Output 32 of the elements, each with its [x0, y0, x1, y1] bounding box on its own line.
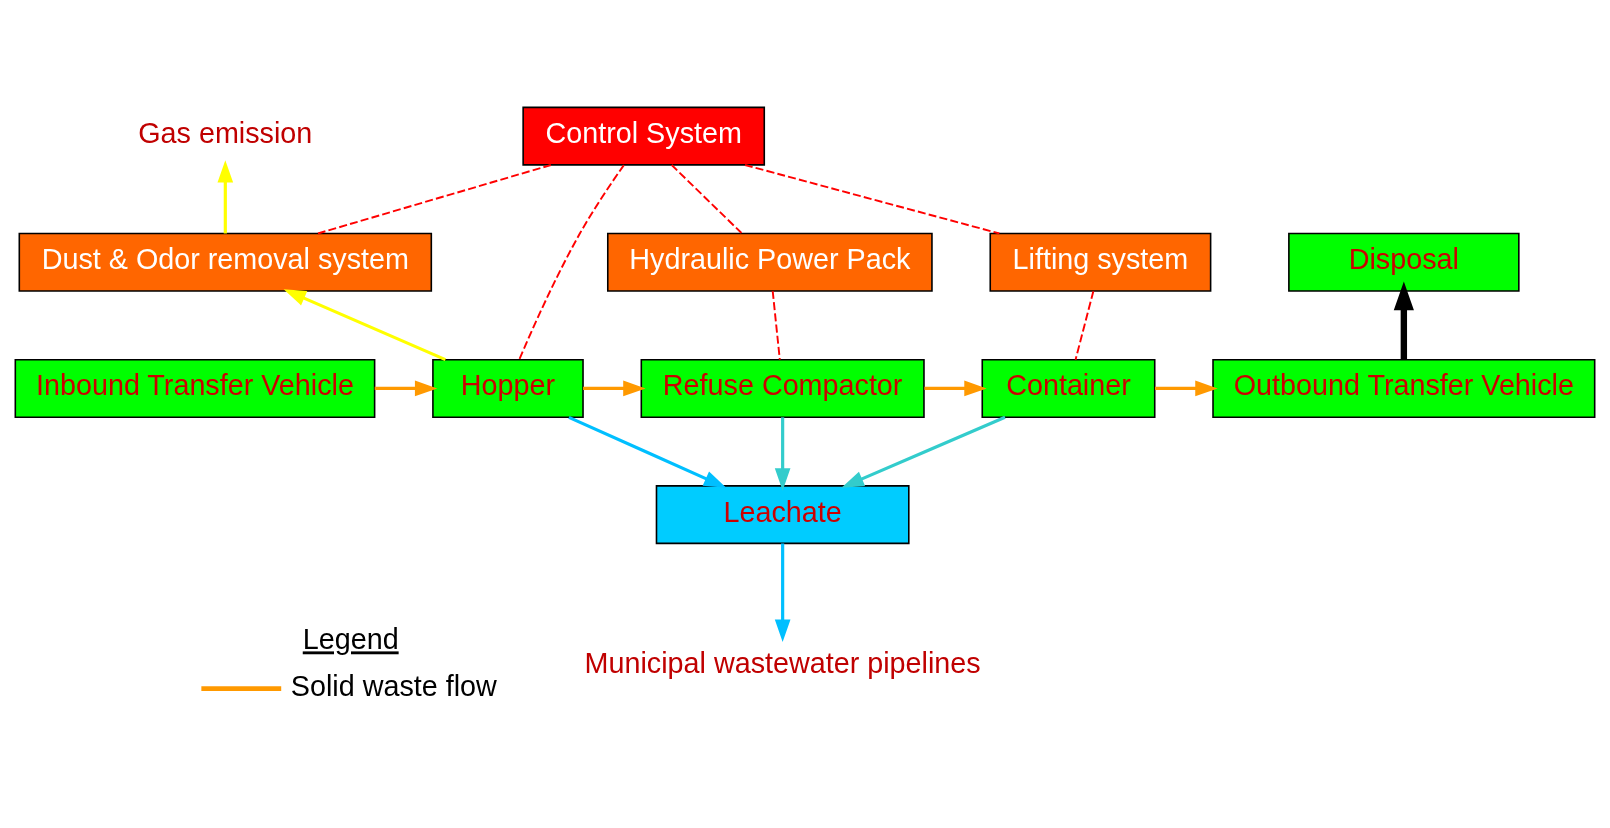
- legend-label: Solid waste flow: [290, 669, 497, 702]
- connector: [670, 164, 743, 235]
- node-box: Refuse Compactor: [640, 358, 925, 418]
- node-box: Dust & Odor removal system: [18, 232, 433, 292]
- node-box: Hydraulic Power Pack: [607, 232, 933, 292]
- connector: [1074, 290, 1095, 361]
- node-box: Outbound Transfer Vehicle: [1212, 358, 1596, 418]
- node-box: Hopper: [432, 358, 584, 418]
- arrow: [583, 380, 646, 397]
- node-box: Inbound Transfer Vehicle: [14, 358, 376, 418]
- arrow: [774, 417, 791, 491]
- node-box: Disposal: [1288, 232, 1520, 292]
- node-text: Gas emission: [138, 117, 313, 150]
- arrow: [1154, 380, 1218, 397]
- node-text: Municipal wastewater pipelines: [584, 647, 981, 680]
- label: Legend: [302, 623, 399, 656]
- arrow: [217, 160, 234, 234]
- arrow: [841, 415, 1006, 488]
- arrow: [568, 415, 727, 488]
- connector: [744, 164, 1001, 235]
- node-box: Leachate: [655, 485, 910, 545]
- arrow: [774, 543, 791, 642]
- arrow: [924, 380, 987, 397]
- arrow: [374, 380, 438, 397]
- connector: [771, 290, 781, 361]
- node-box: Lifting system: [989, 232, 1212, 292]
- arrow: [283, 289, 447, 362]
- node-box: Container: [981, 358, 1156, 418]
- connector: [518, 164, 625, 361]
- arrow: [1393, 281, 1414, 360]
- connector: [316, 164, 552, 235]
- node-box: Control System: [522, 106, 766, 166]
